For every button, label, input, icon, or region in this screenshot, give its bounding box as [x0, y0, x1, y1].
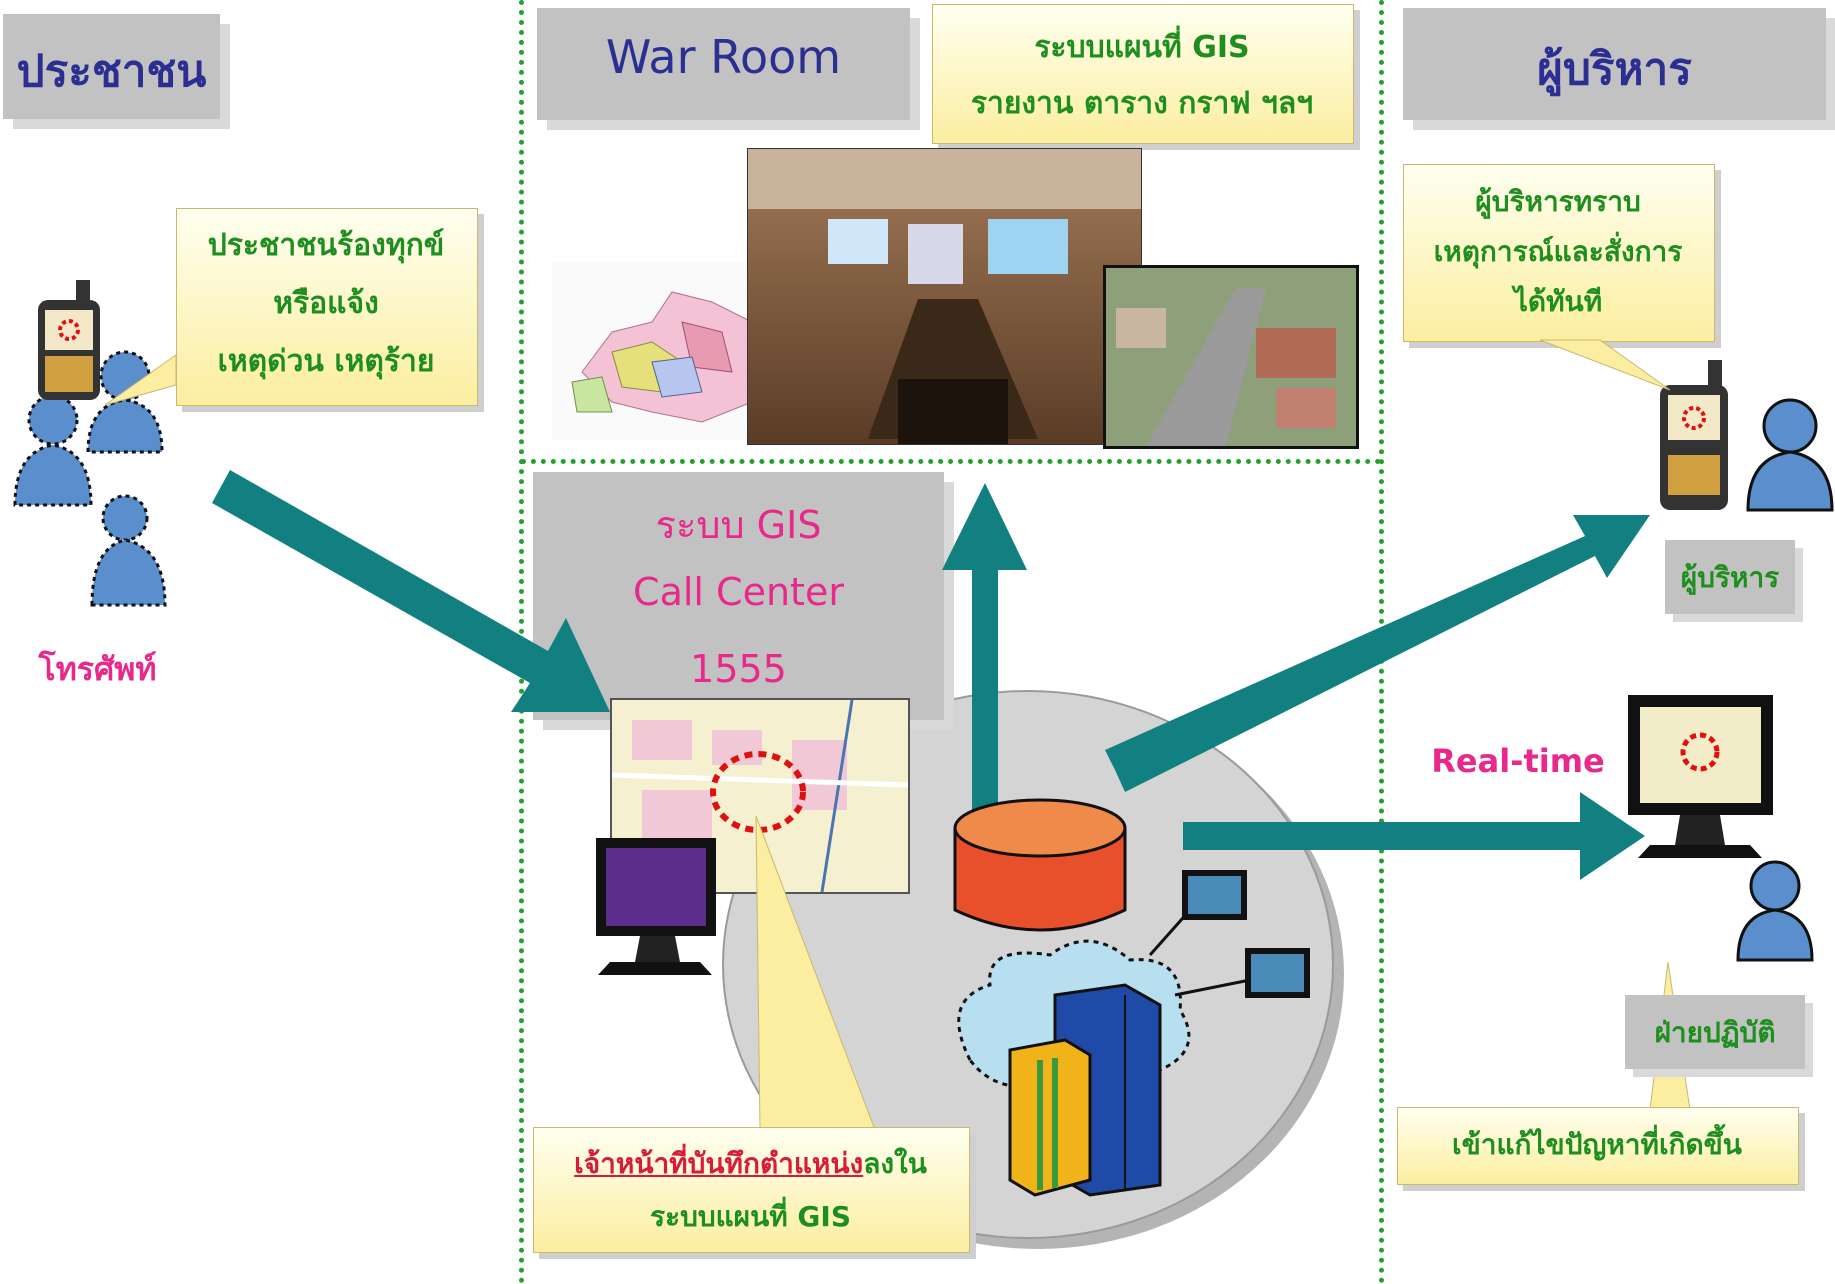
gis-reports-callout	[932, 4, 1354, 144]
executive-person-icon	[1746, 398, 1834, 512]
arrow-people-to-callcenter	[212, 470, 610, 712]
exec-callout-line2: เหตุการณ์และสั่งการ	[1433, 235, 1683, 268]
database-icon	[953, 798, 1127, 932]
header-executives-text: ผู้บริหาร	[1537, 44, 1692, 95]
exec-label-box	[1665, 540, 1795, 614]
header-people-text: ประชาชน	[16, 46, 207, 97]
staff-callout-line2: ระบบแผนที่ GIS	[650, 1200, 851, 1233]
arrow-up-to-warroom	[942, 483, 1027, 815]
staff-callout	[533, 1127, 970, 1253]
operations-person-icon	[1736, 860, 1814, 962]
exec-callout-line1: ผู้บริหารทราบ	[1475, 185, 1641, 218]
staff-monitor-icon	[596, 838, 716, 975]
people-callout-line2: หรือแจ้ง	[273, 286, 379, 321]
divider-warroom	[521, 459, 1381, 464]
call-center-box	[533, 472, 944, 720]
phone-label: โทรศัพท์	[38, 650, 157, 688]
3d-city-image	[1103, 265, 1359, 449]
staff-callout-underlined: เจ้าหน้าที่บันทึกตำแหน่ง	[574, 1147, 864, 1180]
people-callout-line3: เหตุด่วน เหตุร้าย	[217, 344, 435, 379]
operations-callout-text: เข้าแก้ไขปัญหาที่เกิดขึ้น	[1452, 1128, 1742, 1161]
staff-callout-line1: เจ้าหน้าที่บันทึกตำแหน่งลงใน	[533, 1142, 968, 1186]
header-people	[3, 14, 220, 119]
header-warroom-text: War Room	[605, 30, 842, 84]
citizen-phone-icon	[38, 280, 100, 400]
citizen-group-icon	[13, 350, 167, 607]
operations-label: ฝ่ายปฏิบัติ	[1654, 1016, 1776, 1049]
call-center-line3: 1555	[690, 647, 787, 691]
call-center-line1: ระบบ GIS	[655, 503, 822, 547]
gis-reports-line1: ระบบแผนที่ GIS	[1034, 30, 1250, 65]
staff-callout-rest: ลงใน	[863, 1147, 927, 1180]
exec-label: ผู้บริหาร	[1680, 561, 1780, 594]
call-center-line2: Call Center	[633, 570, 844, 614]
operations-label-box	[1625, 995, 1805, 1069]
arrow-to-operations	[1183, 792, 1645, 880]
people-callout	[176, 208, 478, 406]
header-warroom	[537, 8, 910, 120]
server-yellow-icon	[1008, 1038, 1092, 1197]
network-monitor-icon-2	[1174, 948, 1310, 998]
operations-callout	[1397, 1107, 1799, 1185]
realtime-label: Real-time	[1431, 742, 1605, 780]
meeting-room-photo	[747, 148, 1142, 445]
gis-reports-line2: รายงาน ตาราง กราฟ ฯลฯ	[970, 86, 1314, 121]
arrow-to-executives	[1105, 515, 1650, 792]
people-callout-line1: ประชาชนร้องทุกข์	[207, 228, 445, 263]
executive-phone-icon	[1660, 360, 1728, 510]
exec-callout-line3: ได้ทันที	[1513, 285, 1603, 318]
network-monitor-icon-1	[1148, 870, 1247, 956]
header-executives	[1403, 8, 1826, 120]
operations-monitor-icon	[1628, 695, 1773, 858]
